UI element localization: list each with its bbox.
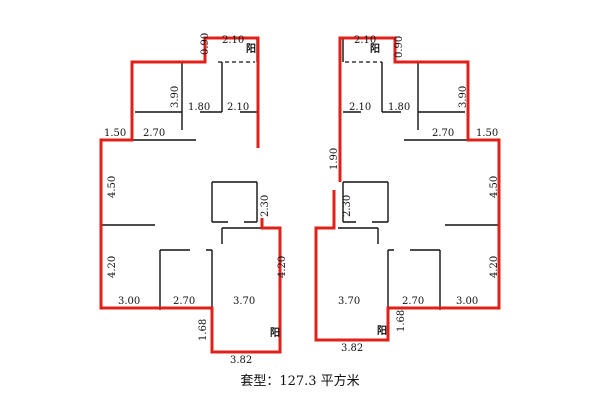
left-dim-offset: 1.50 (104, 128, 126, 139)
right-dim-balcony-w: 3.82 (341, 343, 363, 354)
left-balcony-label-bottom: 阳 (270, 327, 280, 339)
left-floor-plan: 2.10 0.90 阳 3.90 1.80 2.10 1.50 2.70 4.5… (99, 33, 288, 366)
left-dim-mid2: 2.10 (227, 102, 249, 113)
right-dim-mid2: 1.80 (388, 102, 410, 113)
left-dim-upper-h: 3.90 (170, 86, 181, 108)
unit-area-caption: 套型：127.3 平方米 (240, 374, 360, 389)
left-dim-balcony-h: 1.68 (198, 319, 209, 341)
right-dim-bottom2: 2.70 (402, 296, 424, 307)
right-floor-plan: 2.10 阳 0.90 1.90 2.10 1.80 3.90 2.70 1.5… (314, 35, 501, 354)
right-dim-mid1: 2.10 (349, 102, 371, 113)
right-dim-upper-h: 3.90 (458, 86, 469, 108)
right-balcony-label-bottom: 阳 (377, 325, 387, 337)
right-dim-offset: 1.50 (476, 128, 498, 139)
right-dim-bottom1: 3.70 (338, 296, 360, 307)
left-dim-right-h2: 4.20 (277, 256, 288, 278)
left-dim-top-h: 0.90 (200, 33, 211, 55)
left-dim-bottom2: 2.70 (173, 296, 195, 307)
left-dim-left-w: 2.70 (143, 128, 165, 139)
left-dim-bottom1: 3.00 (118, 296, 140, 307)
left-dim-mid1: 1.80 (188, 102, 210, 113)
left-interior-walls (101, 62, 262, 310)
left-red-outline (99, 36, 282, 354)
right-balcony-label-top: 阳 (370, 43, 380, 55)
left-dim-top-w: 2.10 (222, 35, 244, 46)
right-dim-left-h2: 2.30 (342, 195, 353, 217)
left-dim-bottom3: 3.70 (233, 296, 255, 307)
left-dim-balcony-w: 3.82 (230, 355, 252, 366)
right-dim-top-w: 2.10 (354, 35, 376, 46)
right-dim-bottom3: 3.00 (456, 296, 478, 307)
right-dim-right-h2: 4.20 (489, 256, 500, 278)
right-dim-right-w: 2.70 (432, 128, 454, 139)
left-dim-left-h1: 4.50 (107, 176, 118, 198)
left-balcony-label-top: 阳 (246, 43, 256, 55)
right-dim-left-h: 1.90 (329, 148, 340, 170)
right-dim-balcony-h: 1.68 (396, 310, 407, 332)
left-dim-right-h: 2.30 (260, 195, 271, 217)
left-dim-left-h2: 4.20 (107, 256, 118, 278)
right-interior-walls (338, 62, 500, 310)
right-dim-right-h1: 4.50 (489, 176, 500, 198)
right-dim-top-h: 0.90 (394, 36, 405, 58)
right-red-outline (314, 36, 501, 342)
